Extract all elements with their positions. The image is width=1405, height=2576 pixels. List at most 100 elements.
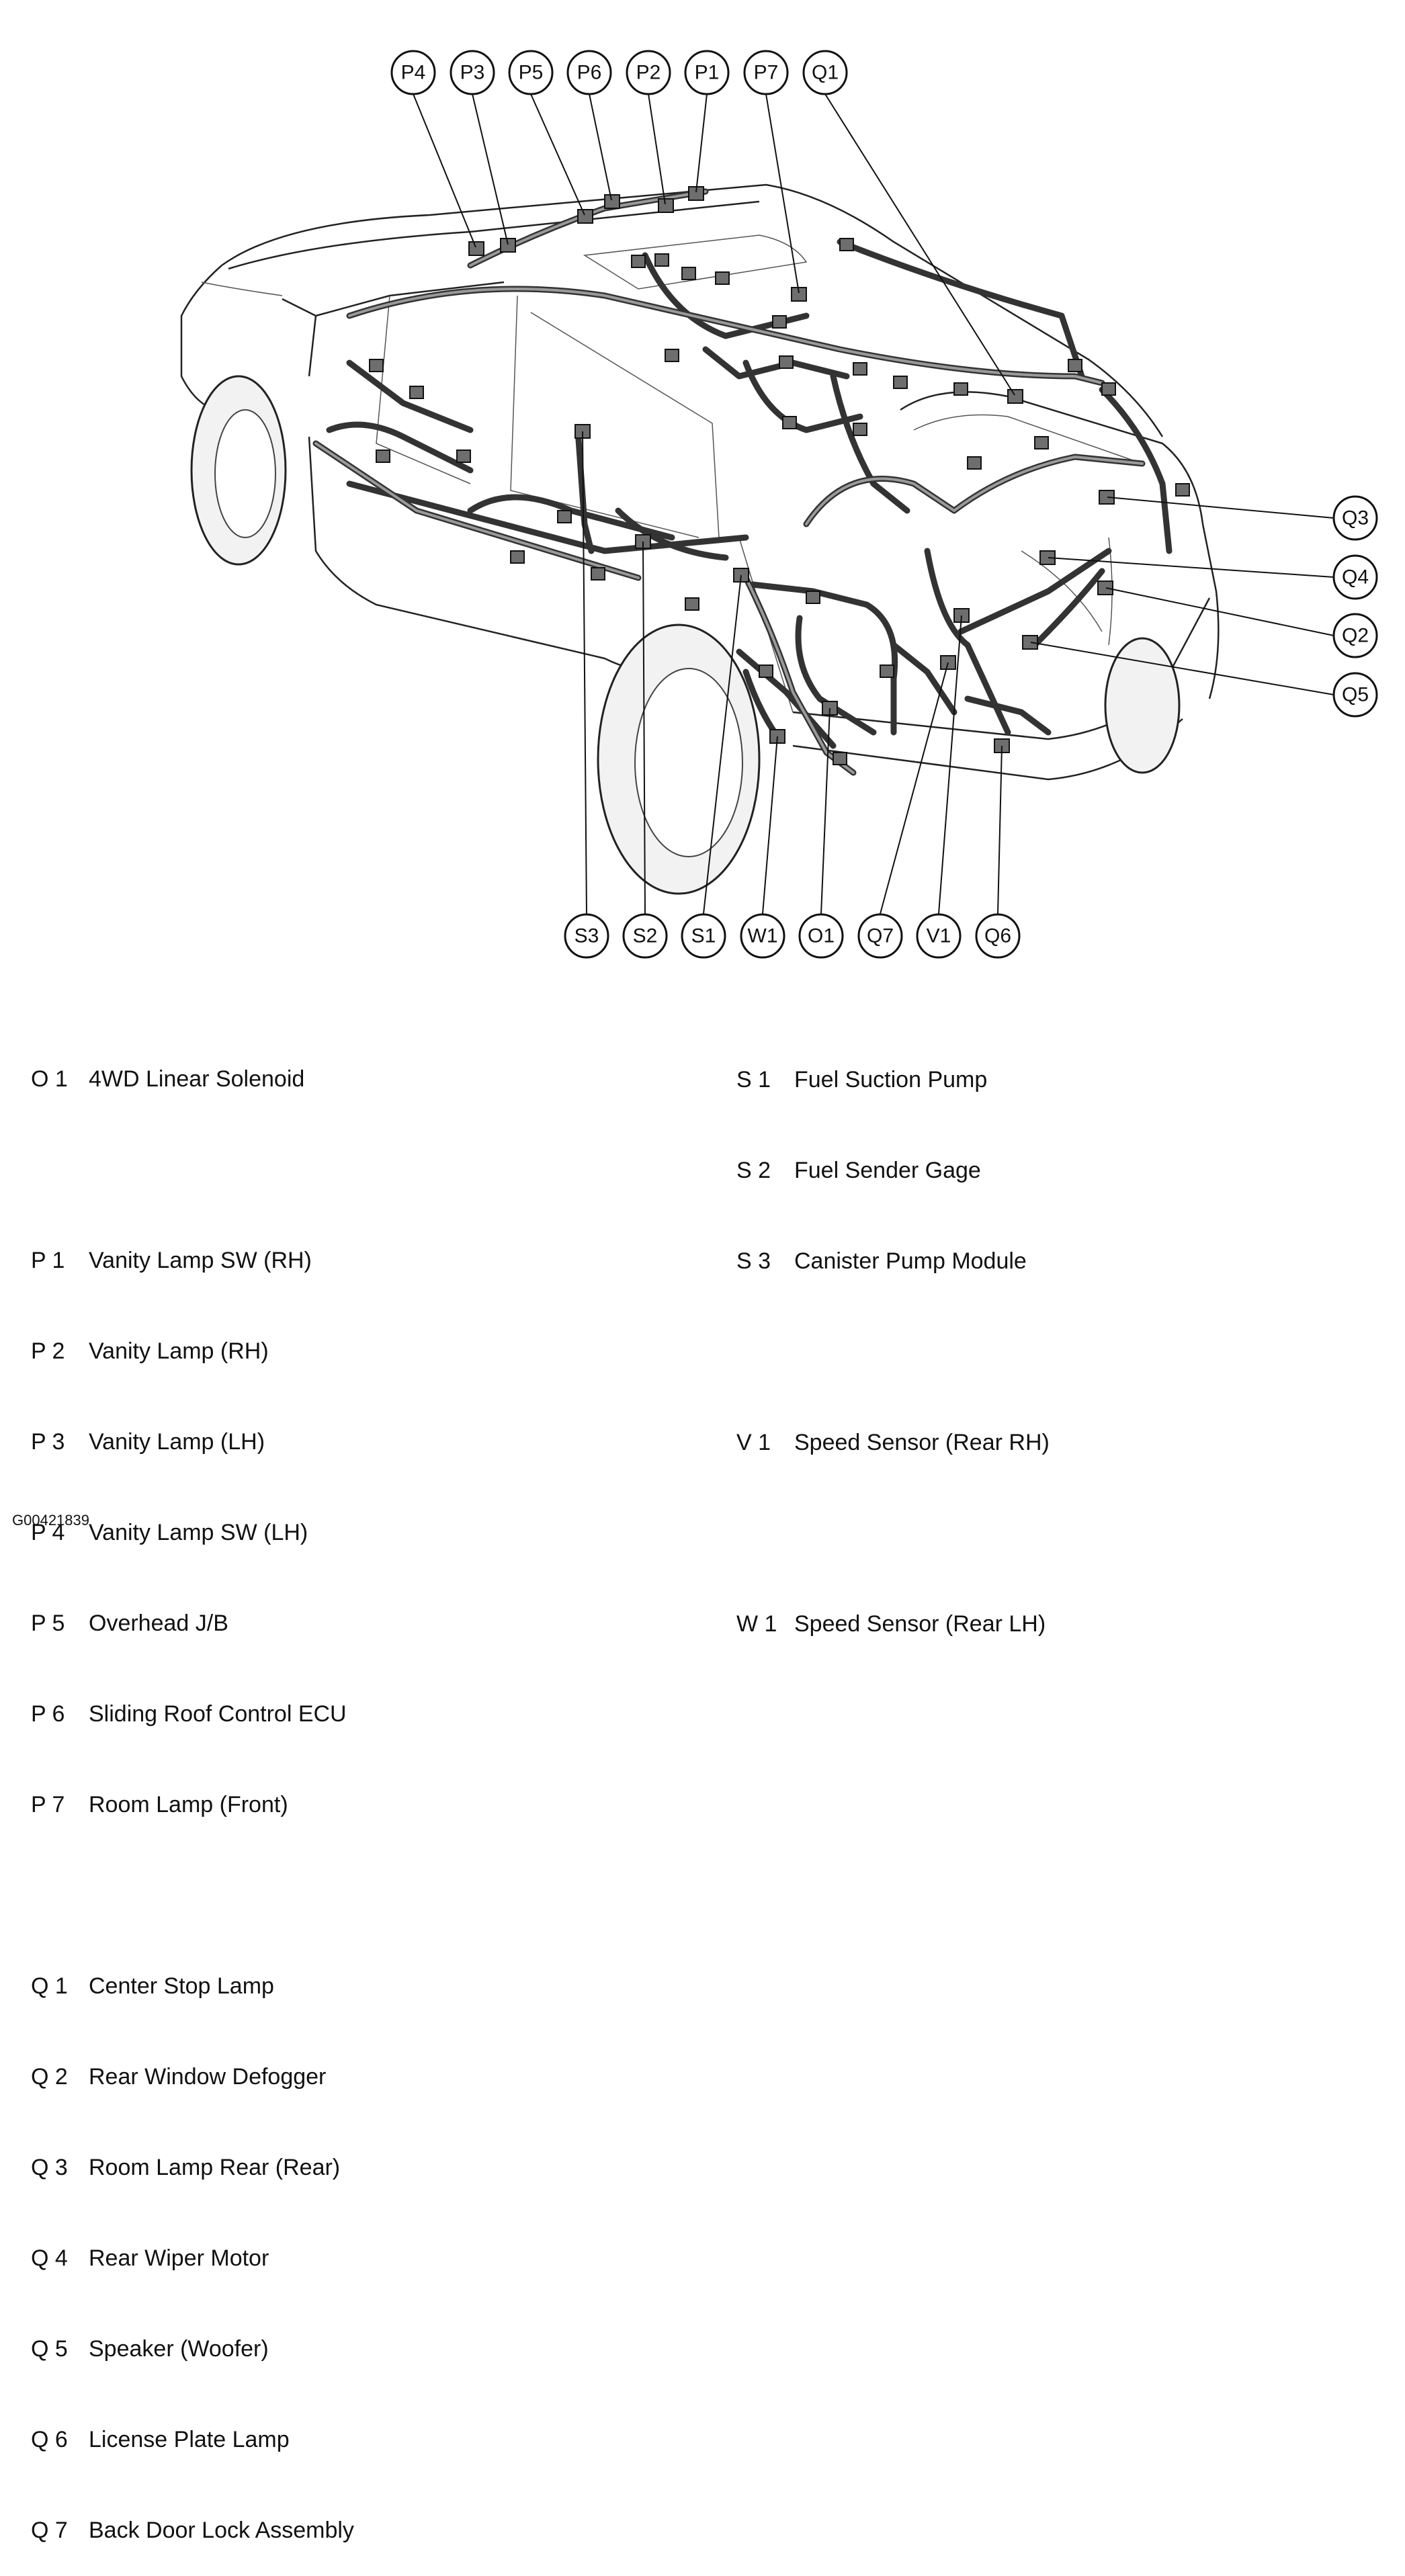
- legend-label: Vanity Lamp SW (RH): [89, 1248, 312, 1273]
- legend-label: Speed Sensor (Rear LH): [794, 1611, 1046, 1637]
- legend-code: P 3: [31, 1429, 65, 1455]
- legend-code: Q 6: [31, 2427, 68, 2452]
- callout-label: V1: [927, 925, 951, 947]
- legend-item: P 5 Overhead J/B: [31, 1608, 354, 1639]
- connector: [409, 386, 424, 399]
- legend-label: Speed Sensor (Rear RH): [794, 1430, 1050, 1455]
- callout-p1: P1: [684, 50, 730, 95]
- legend-code: O 1: [31, 1066, 68, 1092]
- connector-p7: [791, 287, 807, 302]
- connector: [880, 664, 894, 678]
- legend-label: Vanity Lamp (RH): [89, 1338, 269, 1364]
- connector: [1068, 359, 1082, 372]
- wiring-harness-diagram: P4 P3 P5 P6 P2 P1 P7 Q1 Q3 Q4 Q2 Q5 S3 S…: [180, 50, 1378, 959]
- legend-spacer: [736, 1518, 1050, 1549]
- legend-code: P 4: [31, 1520, 65, 1545]
- connector: [631, 255, 646, 268]
- callout-label: P6: [577, 62, 602, 84]
- leader-s2: [642, 541, 646, 914]
- callout-label: Q2: [1342, 625, 1369, 647]
- connector: [953, 382, 968, 396]
- callout-label: W1: [748, 925, 778, 947]
- connector-q1: [1007, 389, 1023, 404]
- legend-code: S 2: [736, 1158, 771, 1183]
- callout-q5: Q5: [1332, 672, 1378, 718]
- legend-spacer: [736, 1337, 1050, 1367]
- callout-label: P1: [695, 62, 720, 84]
- legend-item: V 1 Speed Sensor (Rear RH): [736, 1428, 1050, 1458]
- rear-wheel: [597, 624, 1181, 895]
- leader-p1: [695, 93, 708, 193]
- leader-q6: [997, 745, 1003, 914]
- callout-v1: V1: [916, 913, 962, 959]
- connector: [853, 423, 867, 436]
- legend-spacer: [31, 1881, 354, 1911]
- leader-s3: [582, 431, 587, 914]
- wire-harness: [312, 188, 1173, 776]
- connector: [376, 449, 390, 463]
- callout-q7: Q7: [857, 913, 903, 959]
- legend-code: P 6: [31, 1701, 65, 1727]
- connector: [715, 271, 730, 285]
- callouts-top: P4 P3 P5 P6 P2 P1 P7 Q1: [390, 50, 848, 95]
- legend-label: Speaker (Woofer): [89, 2336, 269, 2362]
- legend-code: P 5: [31, 1611, 65, 1636]
- callout-label: S1: [691, 925, 716, 947]
- callout-q1: Q1: [802, 50, 848, 95]
- callout-p3: P3: [450, 50, 495, 95]
- legend-code: P 7: [31, 1792, 65, 1817]
- callout-label: O1: [808, 925, 835, 947]
- callout-q4: Q4: [1332, 554, 1378, 600]
- connector: [665, 349, 679, 362]
- connector: [685, 597, 699, 611]
- legend-label: Fuel Suction Pump: [794, 1067, 988, 1092]
- callout-p7: P7: [743, 50, 789, 95]
- connector-p6: [604, 194, 620, 209]
- leader-p6: [589, 93, 612, 201]
- legend-label: License Plate Lamp: [89, 2427, 290, 2452]
- legend-label: Center Stop Lamp: [89, 1973, 274, 1999]
- legend-code: Q 1: [31, 1973, 68, 1999]
- legend-item: P 3 Vanity Lamp (LH): [31, 1427, 354, 1457]
- leader-q4: [1048, 557, 1334, 578]
- legend-label: Overhead J/B: [89, 1611, 228, 1636]
- connector: [782, 416, 797, 429]
- callout-p6: P6: [566, 50, 612, 95]
- legend-label: Canister Pump Module: [794, 1248, 1027, 1274]
- callout-label: P7: [754, 62, 779, 84]
- leader-w1: [762, 736, 778, 914]
- callout-label: Q5: [1342, 684, 1369, 706]
- leader-p5: [530, 93, 585, 216]
- connector: [681, 267, 696, 280]
- legend-label: Sliding Roof Control ECU: [89, 1701, 347, 1727]
- callout-label: Q7: [867, 925, 894, 947]
- connector: [839, 238, 854, 251]
- legend-label: Vanity Lamp (LH): [89, 1429, 265, 1455]
- legend-code: V 1: [736, 1430, 771, 1455]
- callout-q2: Q2: [1332, 613, 1378, 658]
- connectors: [369, 186, 1190, 765]
- callout-label: P4: [401, 62, 426, 84]
- leader-p7: [765, 93, 800, 294]
- connector: [456, 449, 471, 463]
- connector-p5: [577, 209, 593, 224]
- legend-label: Rear Wiper Motor: [89, 2245, 269, 2271]
- leader-v1: [938, 615, 962, 914]
- callout-label: P3: [460, 62, 485, 84]
- legend-label: Fuel Sender Gage: [794, 1158, 981, 1183]
- legend-item: S 3 Canister Pump Module: [736, 1246, 1050, 1277]
- callouts-bottom: S3 S2 S1 W1 O1 Q7 V1 Q6: [564, 913, 1021, 959]
- legend-label: Rear Window Defogger: [89, 2064, 327, 2090]
- callout-w1: W1: [740, 913, 785, 959]
- legend-code: S 3: [736, 1248, 771, 1274]
- leader-s1: [703, 574, 742, 914]
